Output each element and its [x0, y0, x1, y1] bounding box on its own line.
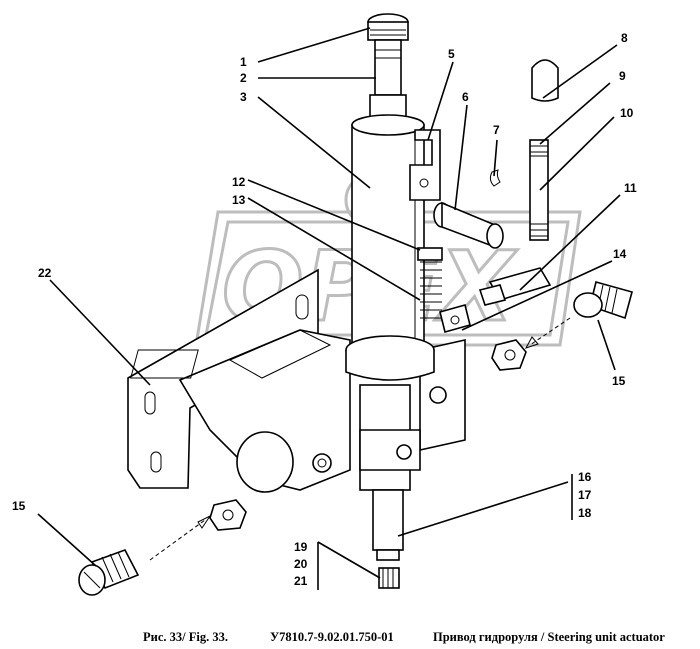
label-13: 13	[232, 193, 246, 207]
label-15-right: 15	[612, 374, 626, 388]
label-5: 5	[448, 47, 455, 61]
label-19: 19	[294, 540, 308, 554]
cap-8	[531, 59, 559, 102]
caption-code: У7810.7-9.02.01.750-01	[270, 630, 394, 644]
steering-column	[345, 13, 443, 589]
ball-pin-15-left	[78, 549, 140, 596]
label-22: 22	[38, 266, 52, 280]
label-9: 9	[619, 69, 626, 83]
label-14: 14	[613, 247, 627, 261]
figure-caption: Рис. 33/ Fig. 33. У7810.7-9.02.01.750-01…	[143, 630, 665, 644]
label-3: 3	[240, 90, 247, 104]
label-6: 6	[462, 90, 469, 104]
label-2: 2	[240, 71, 247, 85]
housing-body	[130, 329, 466, 493]
leader-lines	[37, 27, 621, 590]
label-7: 7	[493, 123, 500, 137]
label-16: 16	[578, 470, 592, 484]
assembly-lines	[149, 317, 571, 561]
label-18: 18	[578, 506, 592, 520]
part-labels: 1 2 3 5 6 7 8 9 10 11 12 13 14 15 15 16 …	[12, 31, 637, 588]
label-11: 11	[624, 181, 637, 195]
caption-fig: Рис. 33/ Fig. 33.	[143, 630, 228, 644]
label-8: 8	[621, 31, 628, 45]
caption-title: Привод гидроруля / Steering unit actuato…	[433, 630, 665, 644]
label-20: 20	[294, 557, 308, 571]
ball-pin-15-right	[573, 281, 633, 320]
clamp-bracket	[409, 129, 441, 201]
label-12: 12	[232, 175, 246, 189]
pin-6	[433, 201, 504, 249]
castle-nut-14	[491, 339, 527, 371]
label-17: 17	[578, 488, 592, 502]
label-10: 10	[620, 106, 634, 120]
label-1: 1	[240, 55, 247, 69]
cotter-pin-7	[489, 169, 501, 187]
label-15-left: 15	[12, 499, 26, 513]
label-21: 21	[294, 574, 308, 588]
rod-10	[529, 139, 549, 241]
castle-nut-left	[209, 499, 247, 531]
